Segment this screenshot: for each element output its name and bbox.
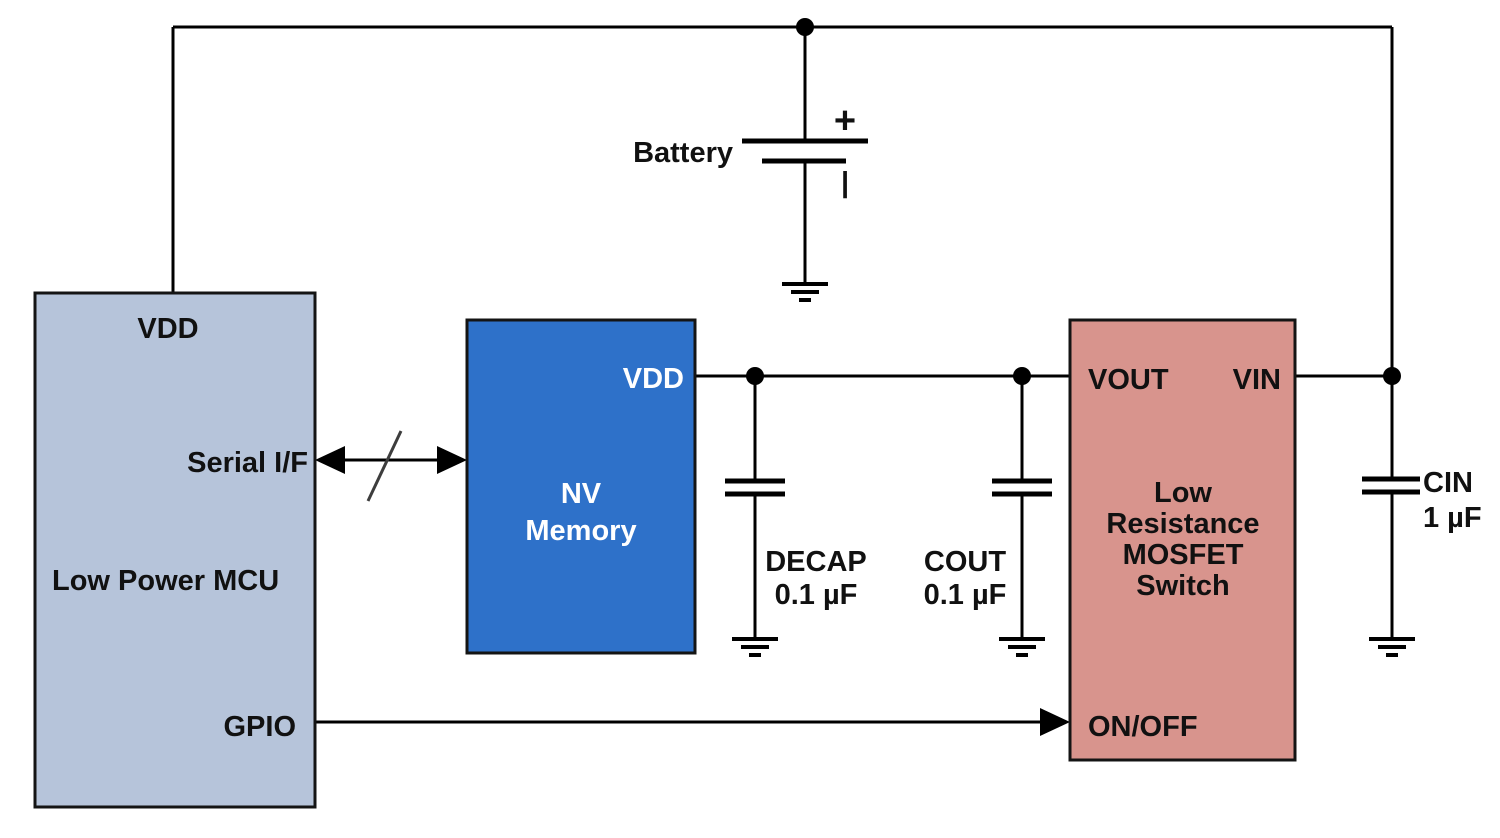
battery-symbol: Battery + |	[633, 100, 868, 302]
junction-dot	[746, 367, 764, 385]
cout-value-label: 0.1 µF	[924, 579, 1007, 611]
mosfet-pin-vout: VOUT	[1088, 364, 1169, 396]
junction-dot	[796, 18, 814, 36]
bus-slash-icon	[366, 430, 403, 502]
cout-capacitor: COUT 0.1 µF	[924, 478, 1052, 657]
cin-capacitor: CIN 1 µF	[1362, 467, 1482, 657]
battery-label: Battery	[633, 137, 733, 169]
ground-icon	[780, 282, 830, 302]
mosfet-title-line1: Low	[1154, 477, 1212, 509]
mosfet-box	[1068, 318, 1297, 762]
serial-right-arrowhead-icon	[437, 446, 467, 474]
nv-title-line2: Memory	[525, 515, 636, 547]
cin-name-label: CIN	[1423, 467, 1473, 499]
mosfet-pin-vin: VIN	[1233, 364, 1281, 396]
mcu-pin-gpio: GPIO	[223, 711, 296, 743]
nv-pin-vdd: VDD	[623, 363, 684, 395]
junction-dot	[1383, 367, 1401, 385]
nv-memory-box	[465, 318, 697, 655]
decap-value-label: 0.1 µF	[775, 579, 858, 611]
junction-dot	[1013, 367, 1031, 385]
mcu-title: Low Power MCU	[52, 565, 279, 597]
mcu-pin-serial: Serial I/F	[187, 447, 308, 479]
mcu-pin-vdd: VDD	[137, 313, 198, 345]
battery-minus-label: |	[841, 167, 849, 199]
mcu-box	[33, 291, 317, 809]
ground-icon	[730, 637, 780, 657]
battery-plus-label: +	[834, 100, 856, 142]
mosfet-switch-block: VOUT VIN Low Resistance MOSFET Switch ON…	[1068, 318, 1297, 762]
ground-icon	[997, 637, 1047, 657]
mcu-block: VDD Serial I/F Low Power MCU GPIO	[33, 291, 317, 809]
decap-name-label: DECAP	[765, 546, 867, 578]
mosfet-title-line3: MOSFET	[1123, 539, 1244, 571]
mosfet-title-line2: Resistance	[1106, 508, 1259, 540]
mosfet-title-line4: Switch	[1136, 570, 1229, 602]
nv-title-line1: NV	[561, 478, 602, 510]
gpio-arrowhead-icon	[1040, 708, 1070, 736]
nv-memory-block: VDD NV Memory	[465, 318, 697, 655]
mosfet-pin-onoff: ON/OFF	[1088, 711, 1198, 743]
cin-value-label: 1 µF	[1423, 502, 1482, 534]
cout-name-label: COUT	[924, 546, 1006, 578]
serial-left-arrowhead-icon	[315, 446, 345, 474]
decap-capacitor: DECAP 0.1 µF	[725, 478, 867, 657]
ground-icon	[1367, 637, 1417, 657]
